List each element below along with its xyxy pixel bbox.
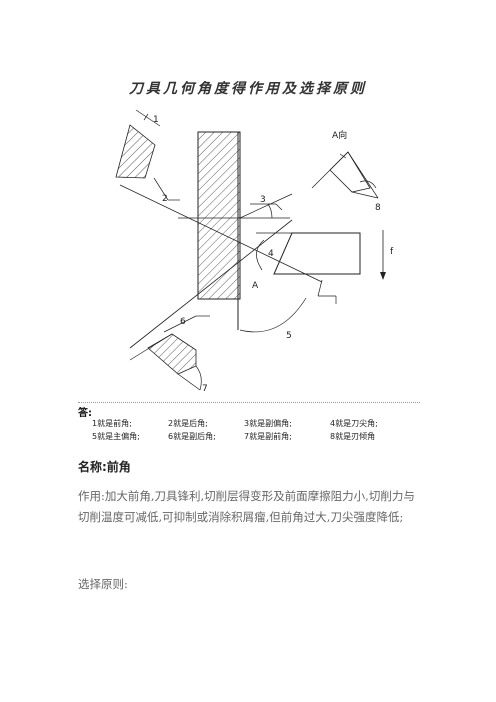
diagram-label-8: 8: [375, 203, 381, 213]
page-title: 刀具几何角度得作用及选择原则: [129, 81, 367, 97]
answer-item: 3就是副偏角;: [244, 419, 292, 428]
answer-item: 4就是刀尖角;: [330, 419, 378, 428]
feed-label: f: [390, 247, 394, 257]
cutting-tool: [273, 232, 361, 275]
answer-item: 2就是后角;: [168, 419, 208, 428]
answer-item: 6就是副后角;: [168, 432, 216, 441]
separator: [78, 402, 420, 403]
view-label: A向: [332, 129, 347, 141]
diagram-label-1: 1: [153, 115, 159, 125]
diagram-label-5: 5: [286, 331, 292, 341]
reference-line-main: [119, 184, 323, 283]
section-view-top-left: [115, 124, 156, 179]
diagram-label-6: 6: [180, 317, 186, 327]
diagram-label-4: 4: [268, 249, 274, 259]
answer-item: 5就是主偏角;: [92, 432, 140, 441]
section-view-bottom-left: [147, 333, 197, 375]
diagram-label-7: 7: [202, 384, 208, 394]
section-label: A: [252, 281, 259, 291]
answer-item: 8就是刃倾角: [330, 432, 376, 441]
tool-angle-diagram: 1 2 3 4 5 6 7 8 A向 A f: [115, 109, 394, 394]
diagram-label-3: 3: [260, 195, 266, 205]
answer-label: 答:: [78, 408, 92, 419]
answer-list: 1就是前角; 2就是后角; 3就是副偏角; 4就是刀尖角; 5就是主偏角; 6就…: [92, 418, 410, 442]
answer-item: 1就是前角;: [92, 419, 132, 428]
reference-line-section: [129, 219, 293, 349]
section-heading: 名称:前角: [78, 460, 131, 474]
effect-paragraph: 作用:加大前角,刀具锋利,切削层得变形及前面摩擦阻力小,切削力与切削温度可减低,…: [78, 489, 415, 524]
answer-item: 7就是副前角;: [244, 432, 292, 441]
workpiece: [197, 131, 241, 300]
principle-label: 选择原则:: [78, 577, 128, 591]
diagram-label-2: 2: [162, 194, 168, 204]
section-view-a: [329, 151, 371, 193]
